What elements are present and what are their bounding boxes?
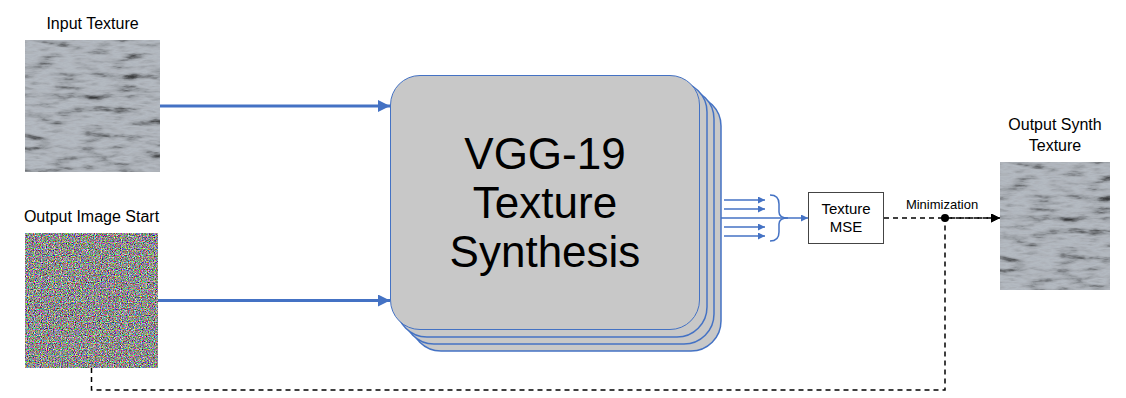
noise-picture xyxy=(25,233,158,368)
feature-arrow xyxy=(724,226,765,228)
image-heading: Input Texture xyxy=(46,14,138,35)
box-label: VGG-19 Texture Synthesis xyxy=(420,129,670,277)
feature-arrow xyxy=(724,208,765,210)
box-label: Texture MSE xyxy=(814,200,878,236)
loss-box: Texture MSE xyxy=(808,192,884,244)
bark-picture xyxy=(1000,162,1110,290)
edge-label: Minimization xyxy=(904,197,980,212)
flow-arrow xyxy=(160,105,390,108)
texture-fill xyxy=(1000,162,1110,290)
bark-tint xyxy=(1000,162,1110,290)
texture-fill xyxy=(25,40,160,172)
image-heading: Output Synth Texture xyxy=(1003,115,1107,157)
feature-arrow xyxy=(724,235,765,237)
texture-fill xyxy=(25,233,158,368)
flow-arrow xyxy=(158,299,390,302)
texture-image: Output Synth Texture xyxy=(1000,162,1110,290)
bark-picture xyxy=(25,40,160,172)
feature-arrow xyxy=(724,199,765,201)
texture-image: Input Texture xyxy=(25,40,160,172)
noise-image: Output Image Start xyxy=(25,233,158,368)
merge-bracket xyxy=(770,195,788,241)
bark-tint xyxy=(25,40,160,172)
junction-dot xyxy=(941,214,949,222)
network-box: VGG-19 Texture Synthesis xyxy=(390,75,700,330)
image-heading: Output Image Start xyxy=(24,207,159,228)
